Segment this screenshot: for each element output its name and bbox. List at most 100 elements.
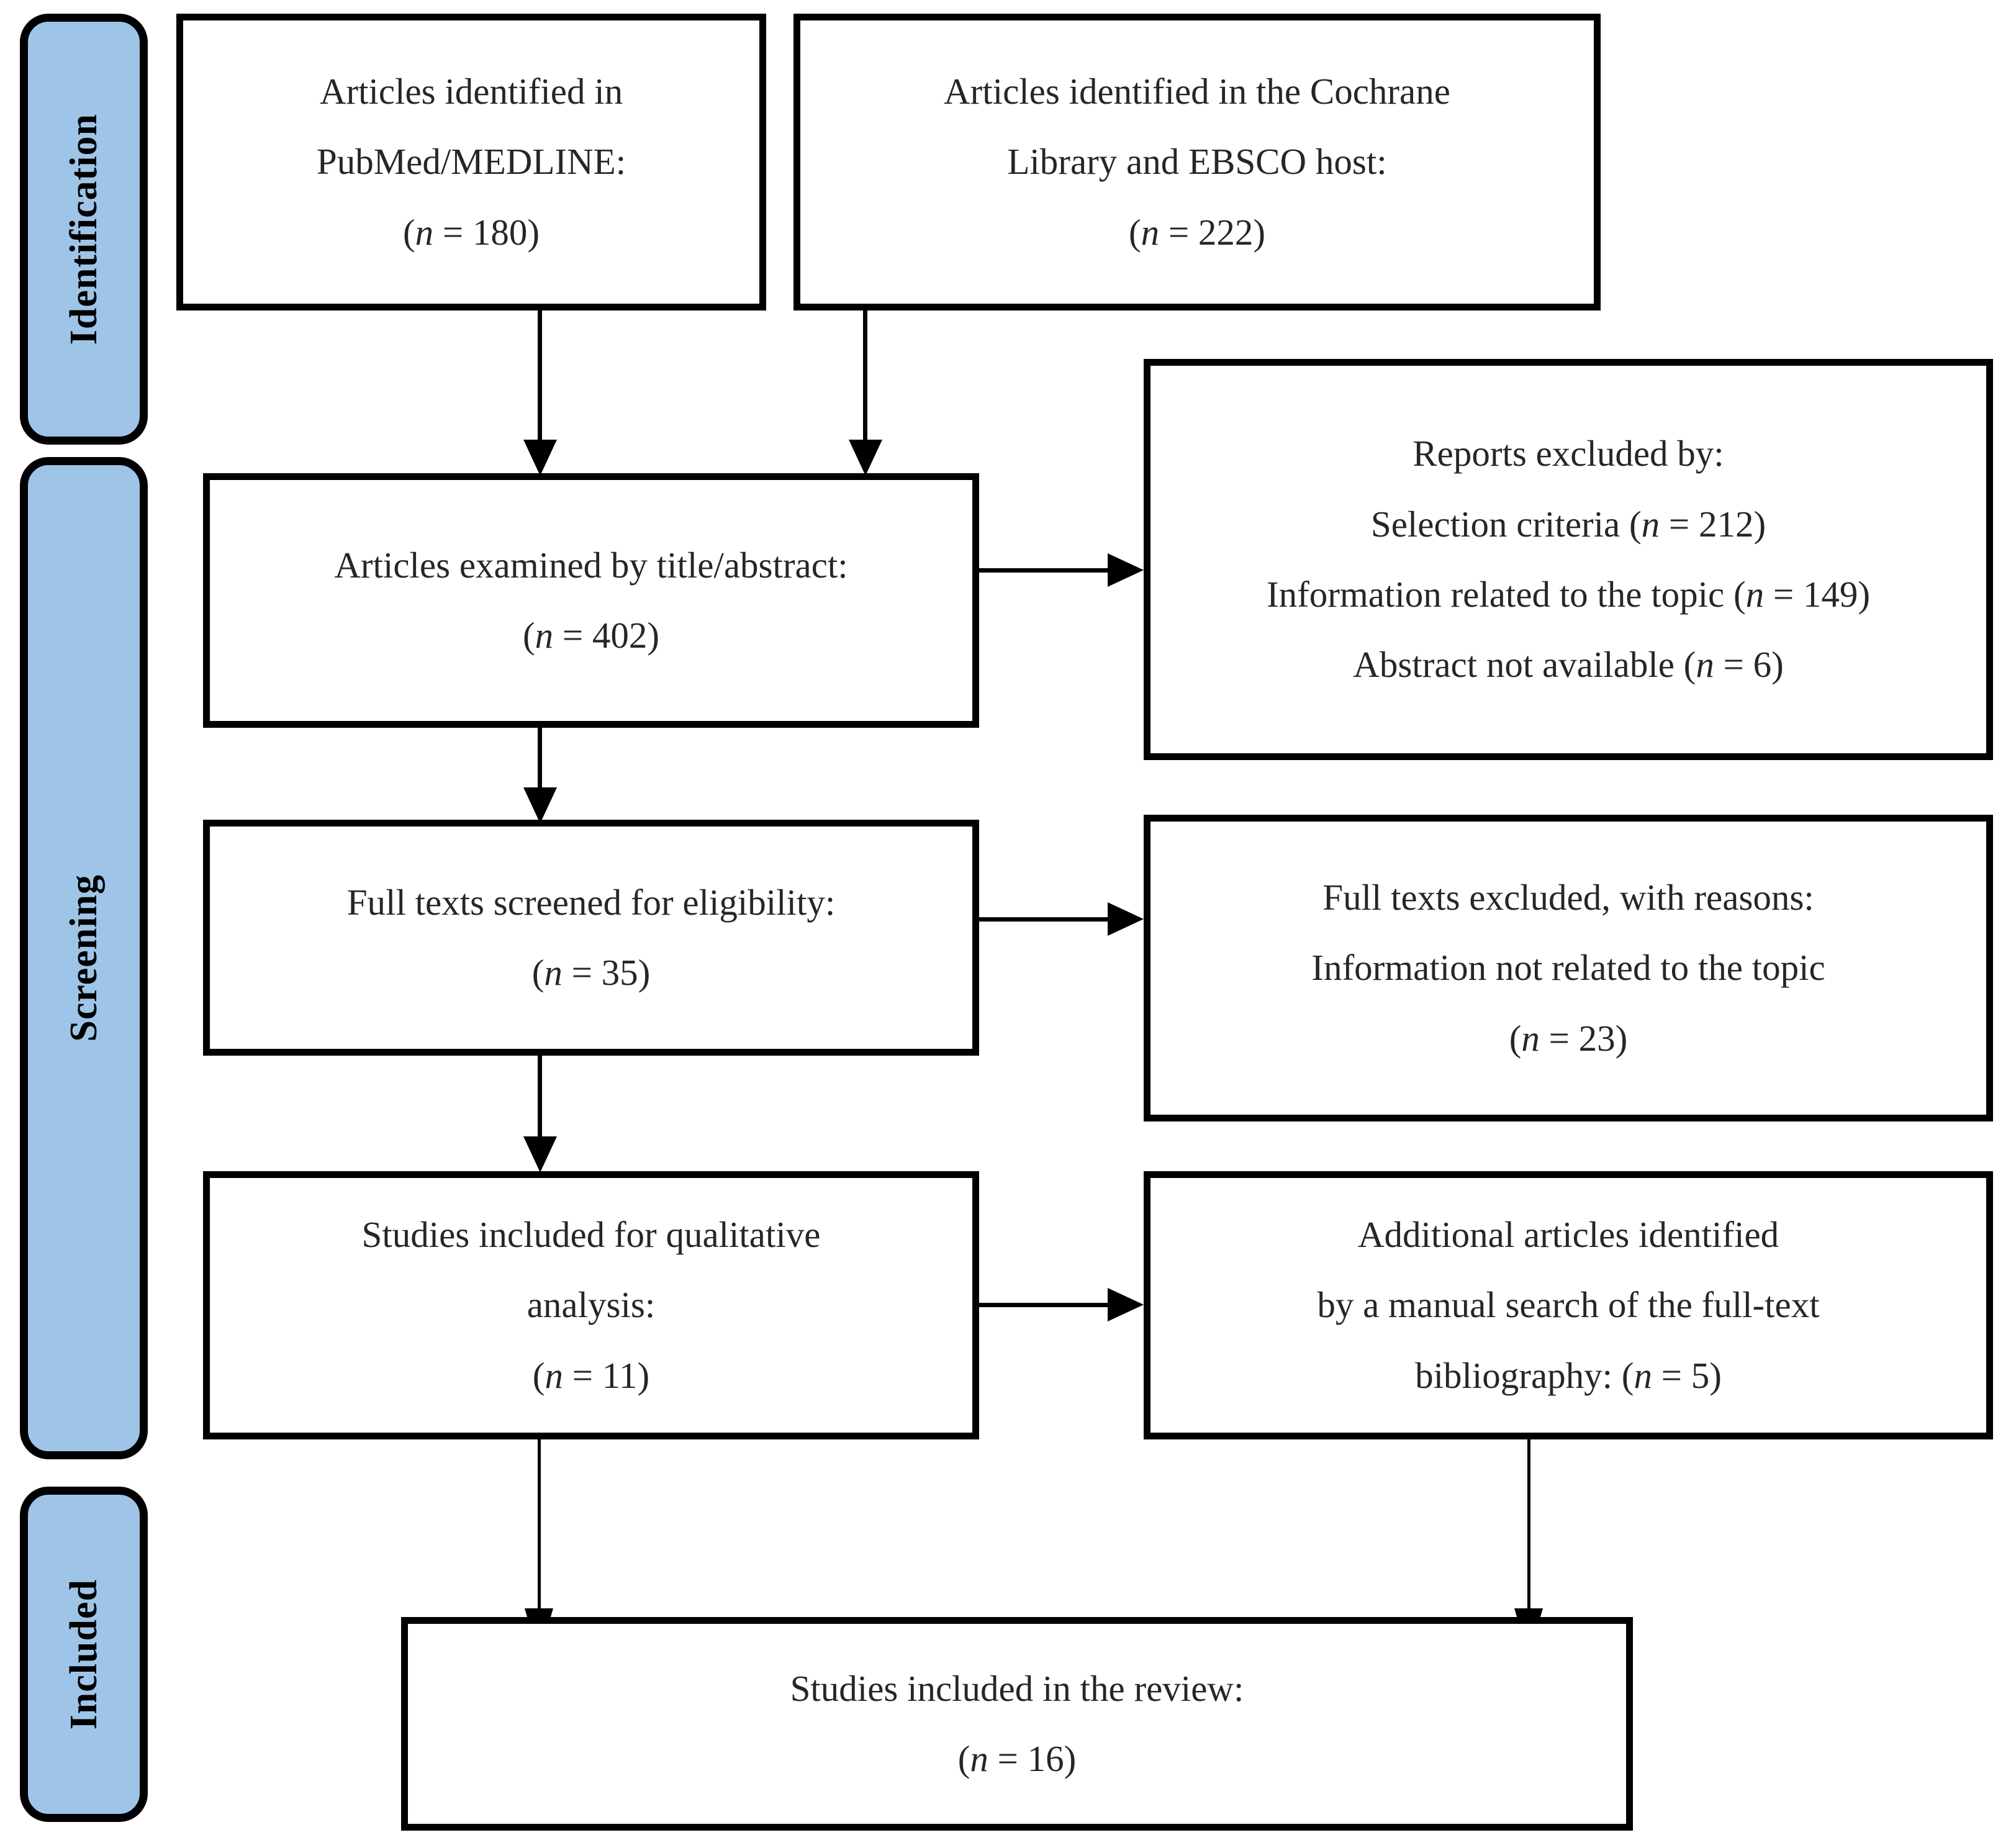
connector-cochrane-to-examined-line	[863, 310, 867, 442]
count-value: 402	[592, 615, 648, 656]
connector-examined-to-fulltext-line	[538, 728, 542, 802]
count-symbol-n: n	[970, 1738, 988, 1779]
count-value: 149	[1802, 574, 1858, 615]
count-symbol-n: n	[535, 615, 554, 656]
box-cochrane-line-2: Library and EBSCO host:	[1007, 141, 1387, 183]
box-reports-excluded-reason-3: Abstract not available (n = 6)	[1353, 644, 1784, 686]
connector-pubmed-to-examined-line	[538, 310, 542, 442]
box-pubmed-line-2: PubMed/MEDLINE:	[316, 141, 626, 183]
box-additional-count: bibliography: (n = 5)	[1415, 1341, 1722, 1411]
box-reports-excluded: Reports excluded by: Selection criteria …	[1144, 359, 1993, 760]
count-close-paren: )	[1709, 1354, 1722, 1396]
count-symbol-n: n	[1745, 574, 1765, 615]
count-value: 11	[602, 1354, 638, 1396]
connector-qualitative-to-review-line	[538, 1439, 541, 1653]
additional-tail-text: bibliography: (	[1415, 1354, 1634, 1396]
connector-qualitative-to-additional-arrow	[1108, 1288, 1144, 1321]
box-qualitative-count: (n = 11)	[533, 1341, 649, 1411]
count-equals: =	[1764, 574, 1803, 615]
count-value: 23	[1578, 1017, 1616, 1059]
box-review-line-1: Studies included in the review:	[790, 1667, 1244, 1709]
box-additional-articles: Additional articles identified by a manu…	[1144, 1171, 1993, 1439]
box-fulltexts-excluded-line-2: Information not related to the topic	[1311, 947, 1825, 989]
box-qualitative-line-2: analysis:	[527, 1284, 656, 1326]
count-equals: =	[988, 1738, 1028, 1779]
box-pubmed-identified: Articles identified in PubMed/MEDLINE: (…	[176, 14, 766, 310]
connector-examined-to-fulltext-arrow	[523, 787, 557, 823]
box-additional-line-1: Additional articles identified	[1357, 1214, 1779, 1256]
box-reports-excluded-heading: Reports excluded by:	[1413, 433, 1724, 474]
connector-cochrane-to-examined-arrow	[849, 440, 882, 476]
count-equals: =	[563, 1354, 602, 1396]
box-cochrane-count: (n = 222)	[1129, 197, 1265, 268]
count-open-paren: (	[402, 211, 415, 253]
box-pubmed-count: (n = 180)	[403, 197, 540, 268]
connector-fulltext-to-excluded-arrow	[1108, 902, 1144, 936]
count-open-paren: (	[1128, 211, 1141, 253]
count-symbol-n: n	[1521, 1017, 1540, 1059]
box-examined-line-1: Articles examined by title/abstract:	[334, 544, 848, 586]
stage-bar-included: Included	[20, 1487, 148, 1822]
count-value: 5	[1691, 1354, 1710, 1396]
box-qualitative-analysis: Studies included for qualitative analysi…	[203, 1171, 979, 1439]
count-open-paren: (	[532, 1354, 545, 1396]
count-value: 35	[601, 952, 638, 993]
box-fulltexts-excluded: Full texts excluded, with reasons: Infor…	[1144, 815, 1993, 1121]
count-symbol-n: n	[1641, 503, 1660, 545]
connector-fulltext-to-qualitative-arrow	[523, 1136, 557, 1172]
count-close-paren: )	[647, 615, 660, 656]
box-reports-excluded-reason-2: Information related to the topic (n = 14…	[1266, 574, 1871, 615]
count-equals: =	[1159, 211, 1198, 253]
box-pubmed-line-1: Articles identified in	[319, 71, 623, 112]
connector-qualitative-to-additional-line	[979, 1303, 1111, 1307]
reason-text: Abstract not available	[1353, 644, 1684, 686]
count-close-paren: )	[1064, 1738, 1077, 1779]
box-cochrane-line-1: Articles identified in the Cochrane	[944, 71, 1450, 112]
connector-pubmed-to-examined-arrow	[523, 440, 557, 476]
count-value: 6	[1753, 644, 1772, 686]
count-equals: =	[1539, 1017, 1579, 1059]
count-close-paren: )	[637, 1354, 650, 1396]
count-open-paren: (	[1509, 1017, 1522, 1059]
box-cochrane-identified: Articles identified in the Cochrane Libr…	[793, 14, 1601, 310]
box-fulltexts-screened-line-1: Full texts screened for eligibility:	[346, 881, 836, 923]
box-articles-examined: Articles examined by title/abstract: (n …	[203, 473, 979, 728]
count-open-paren: (	[531, 952, 545, 993]
count-equals: =	[562, 952, 602, 993]
count-close-paren: )	[1253, 211, 1266, 253]
stage-label-included: Included	[63, 1579, 105, 1730]
box-qualitative-line-1: Studies included for qualitative	[361, 1214, 821, 1256]
count-close-paren: )	[638, 952, 651, 993]
count-value: 16	[1027, 1738, 1064, 1779]
count-close-paren: )	[1615, 1017, 1628, 1059]
count-equals: =	[1714, 644, 1753, 686]
count-equals: =	[433, 211, 472, 253]
count-equals: =	[1660, 503, 1699, 545]
count-symbol-n: n	[1634, 1354, 1652, 1396]
box-reports-excluded-reason-1: Selection criteria (n = 212)	[1370, 503, 1766, 545]
count-value: 180	[472, 211, 528, 253]
count-symbol-n: n	[415, 211, 434, 253]
count-equals: =	[553, 615, 592, 656]
count-equals: =	[1652, 1354, 1691, 1396]
reason-text: Selection criteria	[1370, 503, 1629, 545]
box-fulltexts-excluded-count: (n = 23)	[1509, 1004, 1628, 1074]
box-review-count: (n = 16)	[958, 1724, 1077, 1794]
stage-bar-identification: Identification	[20, 14, 148, 445]
count-value: 212	[1698, 503, 1754, 545]
box-fulltexts-screened-count: (n = 35)	[532, 938, 651, 1008]
count-symbol-n: n	[1141, 211, 1160, 253]
count-close-paren: )	[527, 211, 540, 253]
box-additional-line-2: by a manual search of the full-text	[1317, 1284, 1820, 1326]
connector-additional-to-review-line	[1527, 1439, 1530, 1653]
connector-examined-to-excluded-line	[979, 568, 1111, 573]
count-symbol-n: n	[544, 952, 563, 993]
connector-fulltext-to-excluded-line	[979, 917, 1111, 922]
count-open-paren: (	[957, 1738, 970, 1779]
box-fulltexts-excluded-line-1: Full texts excluded, with reasons:	[1322, 877, 1814, 918]
stage-bar-screening: Screening	[20, 457, 148, 1459]
count-value: 222	[1198, 211, 1254, 253]
box-fulltexts-screened: Full texts screened for eligibility: (n …	[203, 820, 979, 1056]
count-open-paren: (	[522, 615, 535, 656]
